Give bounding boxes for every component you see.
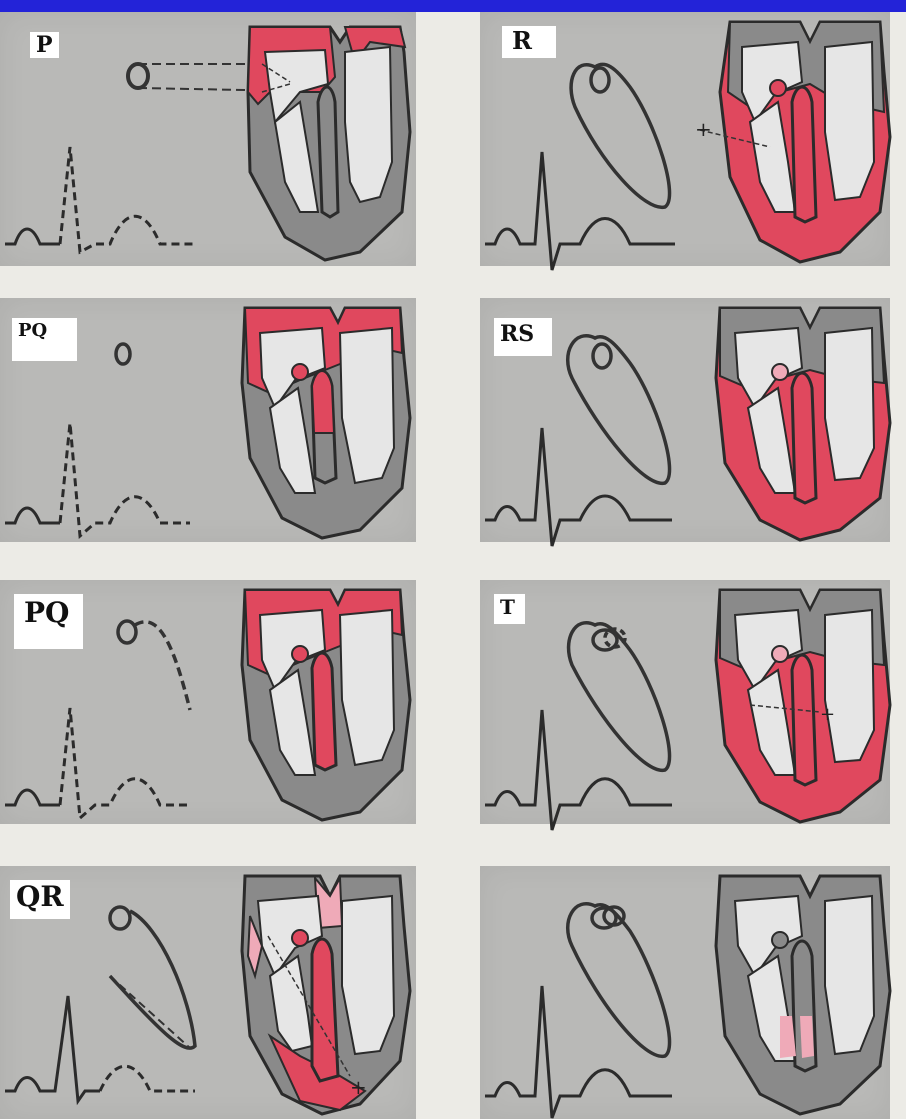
vector-loop: [118, 621, 190, 710]
diagram-p-wave: [0, 12, 416, 266]
diagram-t-wave: +: [480, 580, 890, 824]
diagram-baseline: [480, 866, 890, 1119]
plus-marker: +: [820, 704, 835, 725]
panel-r-wave: R +: [480, 12, 890, 266]
ecg-trace: [5, 996, 195, 1101]
panel-t-wave: T +: [480, 580, 890, 824]
heart-diagram: [242, 308, 410, 538]
vector-loop: [571, 64, 669, 207]
ecg-trace: [485, 986, 672, 1118]
vector-loop: [568, 336, 670, 484]
vector-loop: [128, 64, 245, 90]
heart-diagram: [716, 876, 890, 1114]
vector-loop: [568, 904, 670, 1057]
panel-qr-wave: QR +: [0, 866, 416, 1119]
panel-pq-wave-2: PQ: [0, 580, 416, 824]
heart-diagram: [248, 27, 410, 260]
panel-rs-wave: RS: [480, 298, 890, 542]
ecg-trace: [5, 708, 190, 818]
header-bar: [0, 0, 906, 12]
diagram-r-wave: +: [480, 12, 890, 266]
panel-p-wave: P: [0, 12, 416, 266]
vector-loop: [116, 344, 130, 364]
heart-diagram: [716, 590, 890, 822]
heart-diagram: [716, 308, 890, 540]
heart-diagram: [242, 590, 410, 820]
panel-baseline: [480, 866, 890, 1119]
plus-marker: +: [695, 117, 712, 141]
diagram-qr: +: [0, 866, 416, 1119]
diagram-rs: [480, 298, 890, 542]
ecg-trace: [485, 152, 675, 270]
heart-diagram: [242, 876, 410, 1114]
heart-diagram: [700, 22, 890, 262]
vector-loop: [569, 623, 670, 771]
vector-loop: [110, 907, 195, 1048]
diagram-pq-1: [0, 298, 416, 542]
panel-pq-wave-1: PQ: [0, 298, 416, 542]
diagram-pq-2: [0, 580, 416, 824]
ecg-trace: [485, 428, 672, 546]
ecg-trace: [5, 423, 190, 536]
plus-marker: +: [350, 1075, 367, 1099]
ecg-trace: [5, 147, 195, 252]
ecg-trace: [485, 710, 672, 830]
